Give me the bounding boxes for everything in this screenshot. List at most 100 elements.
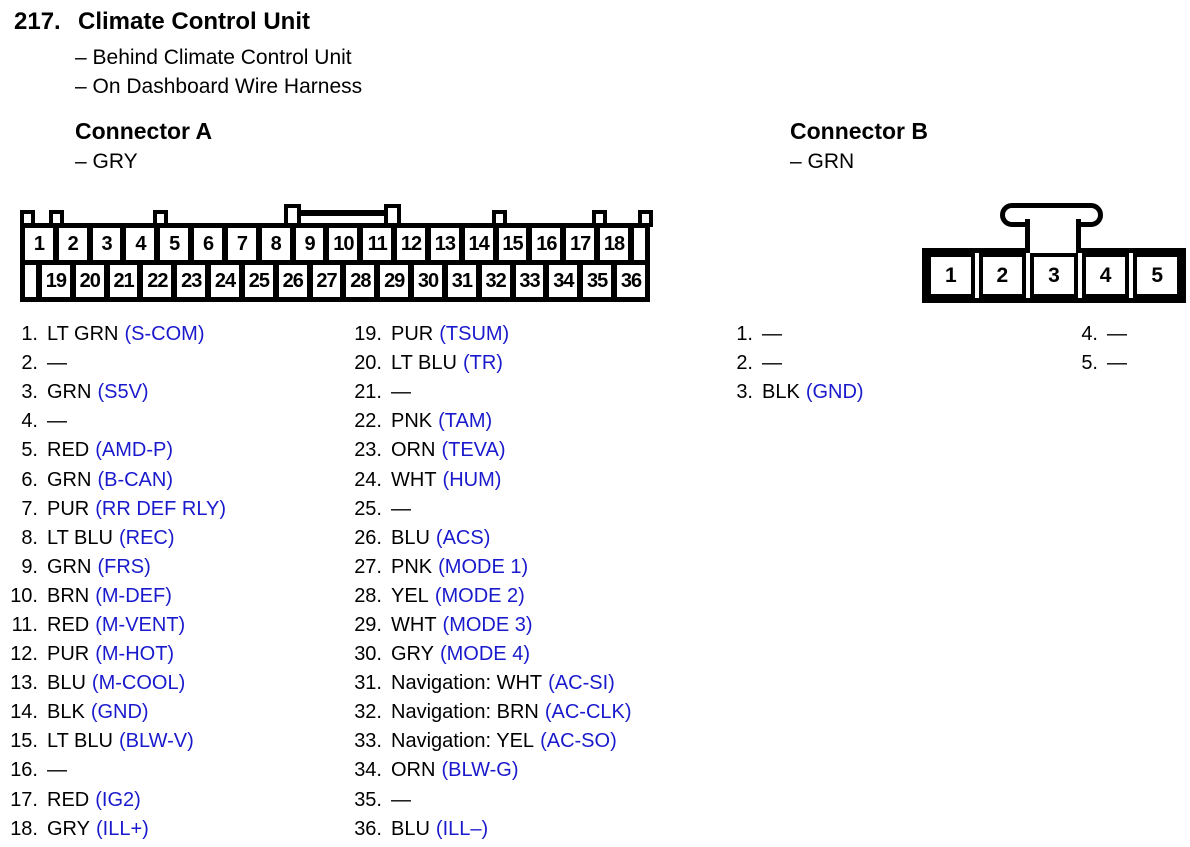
pin-number: 27. <box>354 555 382 578</box>
pin-wire-color: — <box>47 759 67 782</box>
pin-row: 31.Navigation: WHT(AC-SI) <box>344 669 632 698</box>
pin-row: 4.— <box>1060 320 1127 349</box>
pin-cell-4: 4 <box>126 228 155 260</box>
pin-number: 29. <box>354 613 382 636</box>
pin-cell-33: 33 <box>515 265 544 297</box>
pin-wire-color: BLU <box>391 526 430 549</box>
pin-wire-color: — <box>391 381 411 404</box>
pin-cell-34: 34 <box>549 265 578 297</box>
pin-row: 19.PUR(TSUM) <box>344 320 632 349</box>
pin-number: 36. <box>354 817 382 840</box>
pin-cell-19: 19 <box>42 265 70 297</box>
pin-signal-name: (REC) <box>118 526 175 549</box>
pin-signal-name: (MODE 4) <box>439 643 530 666</box>
pin-wire-color: — <box>1107 323 1127 346</box>
pin-wire-color: LT BLU <box>391 352 457 375</box>
pin-number: 2. <box>21 352 38 375</box>
pin-cell-36: 36 <box>617 265 645 297</box>
pin-row: 21.— <box>344 378 632 407</box>
pin-row: 35.— <box>344 786 632 815</box>
pin-number: 5. <box>1081 352 1098 375</box>
pin-row: 3.BLK(GND) <box>715 378 863 407</box>
pin-row: 5. — <box>1060 349 1127 378</box>
pin-row: 3.GRN(S5V) <box>0 378 226 407</box>
pin-row: 10.BRN(M-DEF) <box>0 582 226 611</box>
pin-signal-name: (AMD-P) <box>95 439 173 462</box>
pin-number: 20. <box>354 352 382 375</box>
pin-signal-name: (MODE 1) <box>438 555 529 578</box>
pin-signal-name: (MODE 2) <box>434 584 525 607</box>
pin-row: 22.PNK(TAM) <box>344 407 632 436</box>
pin-cell-28: 28 <box>346 265 375 297</box>
pin-row: 27. PNK(MODE 1) <box>344 553 632 582</box>
connector-a-color-note: – GRY <box>75 150 138 173</box>
pin-cell-21: 21 <box>109 265 138 297</box>
pin-wire-color: — <box>762 323 782 346</box>
pin-number: 11. <box>11 613 38 636</box>
pin-wire-color: ORN <box>391 439 436 462</box>
pin-row: 7.PUR(RR DEF RLY) <box>0 495 226 524</box>
pin-cell-26: 26 <box>278 265 307 297</box>
pin-row: 5. RED(AMD-P) <box>0 436 226 465</box>
connector-a-title: Connector A <box>75 118 213 144</box>
pin-wire-color: — <box>391 788 411 811</box>
pin-wire-color: GRN <box>47 555 92 578</box>
pin-number: 1. <box>736 323 753 346</box>
pin-cell-35: 35 <box>583 265 612 297</box>
pin-signal-name: (HUM) <box>442 468 502 491</box>
pin-row: 4.— <box>0 407 226 436</box>
pin-signal-name: (S5V) <box>97 381 149 404</box>
pin-cell-b3: 3 <box>1030 253 1078 298</box>
pin-row: 24.WHT(HUM) <box>344 465 632 494</box>
pin-cell-12: 12 <box>397 228 425 260</box>
pin-wire-color: YEL <box>391 584 429 607</box>
pin-cell-3: 3 <box>92 228 121 260</box>
location-notes: – Behind Climate Control Unit – On Dashb… <box>75 43 362 101</box>
pin-wire-color: Navigation: BRN <box>391 701 539 724</box>
pin-signal-name: (M-DEF) <box>95 584 172 607</box>
pin-row: 2.— <box>0 349 226 378</box>
pin-wire-color: RED <box>47 439 90 462</box>
pin-row: 15.LT BLU(BLW-V) <box>0 727 226 756</box>
pin-wire-color: GRY <box>47 817 90 840</box>
pin-signal-name: (TR) <box>462 352 503 375</box>
pin-signal-name: (B-CAN) <box>97 468 173 491</box>
pin-cell-b2: 2 <box>978 253 1027 298</box>
pin-cell-6: 6 <box>194 228 222 260</box>
pin-cell-29: 29 <box>380 265 409 297</box>
pin-signal-name: (ILL–) <box>435 817 489 840</box>
pin-signal-name: (ACS) <box>435 526 491 549</box>
pin-row: 13.BLU(M-COOL) <box>0 669 226 698</box>
section-number: 217. <box>14 8 61 35</box>
pin-wire-color: PNK <box>391 555 433 578</box>
pin-number: 5. <box>21 439 38 462</box>
pin-number: 26. <box>354 526 382 549</box>
pin-wire-color: BLU <box>391 817 430 840</box>
pin-number: 3. <box>21 381 38 404</box>
pin-signal-name: (M-HOT) <box>95 643 175 666</box>
pin-row: 12.PUR(M-HOT) <box>0 640 226 669</box>
pin-cell-7: 7 <box>227 228 256 260</box>
pin-signal-name: (S-COM) <box>124 323 205 346</box>
pin-wire-color: BRN <box>47 584 90 607</box>
pin-cell-b4: 4 <box>1081 253 1130 298</box>
pin-row: 28. YEL(MODE 2) <box>344 582 632 611</box>
pin-signal-name: (TSUM) <box>439 323 510 346</box>
pin-cell-15: 15 <box>498 228 527 260</box>
pin-number: 28. <box>354 584 382 607</box>
pin-cell-27: 27 <box>312 265 341 297</box>
location-note-1: – Behind Climate Control Unit <box>75 46 352 69</box>
pin-number: 3. <box>736 381 753 404</box>
pin-row: 34.ORN(BLW-G) <box>344 756 632 785</box>
connector-a-lock-bridge-bar <box>296 210 391 216</box>
pin-number: 32. <box>354 701 382 724</box>
pin-cell-13: 13 <box>430 228 459 260</box>
pin-wire-color: ORN <box>391 759 436 782</box>
pin-row: 11.RED(M-VENT) <box>0 611 226 640</box>
connector-b-pin-list-col1: 1.—2.—3.BLK(GND) <box>715 320 863 407</box>
connector-a-pin-list-col1: 1.LT GRN(S-COM)2.—3.GRN(S5V)4.—5.RED(AMD… <box>0 320 226 844</box>
pin-wire-color: — <box>1107 352 1127 375</box>
pin-cell-30: 30 <box>414 265 442 297</box>
